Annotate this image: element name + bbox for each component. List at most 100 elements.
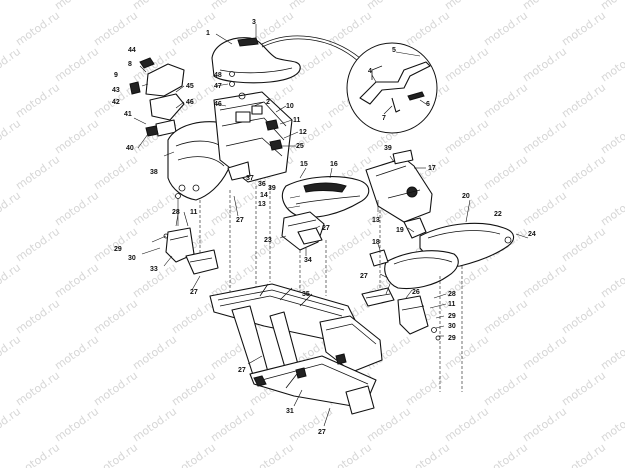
callout-9: 9 [114,72,118,79]
callout-24: 24 [528,231,536,238]
callout-8: 8 [128,61,132,68]
watermark-text: motod.ru [520,0,569,12]
center-bracket [281,211,327,300]
watermark-text: motod.ru [91,369,140,409]
watermark-text: motod.ru [598,45,625,85]
callout-3: 3 [252,19,256,26]
callout-17: 17 [428,165,436,172]
watermark-text: motod.ru [0,189,23,229]
callout-28b: 28 [172,209,180,216]
latch-detail-inset [346,42,438,134]
watermark-text: motod.ru [169,297,218,337]
watermark-text: motod.ru [520,45,569,85]
callout-48: 48 [214,72,222,79]
callout-14: 14 [260,192,268,199]
watermark-text: motod.ru [598,117,625,157]
watermark-text: motod.ru [247,441,296,468]
watermark-text: motod.ru [481,81,530,121]
watermark-text: motod.ru [559,153,608,193]
watermark-text: motod.ru [364,405,413,445]
callout-26: 26 [412,289,420,296]
rear-carrier [213,71,293,183]
callout-16: 16 [330,161,338,168]
watermark-text: motod.ru [442,117,491,157]
watermark-text: motod.ru [52,333,101,373]
watermark-text: motod.ru [520,117,569,157]
callout-13: 13 [258,201,266,208]
watermark-text: motod.ru [481,9,530,49]
watermark-text: motod.ru [169,9,218,49]
watermark-text: motod.ru [0,261,23,301]
callout-25: 25 [296,143,304,150]
watermark-text: motod.ru [91,153,140,193]
seat-cable-outline [261,38,359,62]
watermark-text: motod.ru [130,405,179,445]
front-cover [365,149,433,223]
callout-6: 6 [426,101,430,108]
watermark-text: motod.ru [52,0,101,12]
watermark-text: motod.ru [169,441,218,468]
watermark-text: motod.ru [0,117,23,157]
callout-28: 28 [448,291,456,298]
watermark-text: motod.ru [0,45,23,85]
callout-29: 29 [114,246,122,253]
callout-35: 35 [302,291,310,298]
watermark-text: motod.ru [208,405,257,445]
watermark-text: motod.ru [559,81,608,121]
callout-11: 11 [293,117,301,124]
watermark-text: motod.ru [0,333,23,373]
main-frame [209,283,383,415]
watermark-text: motod.ru [13,441,62,468]
callout-19: 19 [396,227,404,234]
watermark-text: motod.ru [169,369,218,409]
watermark-text: motod.ru [130,0,179,12]
watermark-text: motod.ru [481,369,530,409]
callout-labels: 1 2 3 4 5 6 7 8 9 10 11 12 13 14 15 16 1… [112,19,536,436]
callout-38: 38 [150,169,158,176]
watermark-text: motod.ru [13,225,62,265]
left-mudflap [165,227,219,275]
callout-36: 36 [258,181,266,188]
callout-7: 7 [382,115,386,122]
watermark-text: motod.ru [0,405,23,445]
callout-42: 42 [112,99,120,106]
watermark-text: motod.ru [403,9,452,49]
callout-39b: 39 [268,185,276,192]
callout-11c: 11 [448,301,456,308]
callout-41: 41 [124,111,132,118]
callout-4: 4 [368,68,372,75]
callout-27f: 27 [360,273,368,280]
watermark-text: motod.ru [13,153,62,193]
callout-43: 43 [112,87,120,94]
callout-22: 22 [494,211,502,218]
watermark-text: motod.ru [559,297,608,337]
watermark-text: motod.ru [130,333,179,373]
seat-cable [261,35,361,59]
watermark-text: motod.ru [13,369,62,409]
watermark-text: motod.ru [520,333,569,373]
watermark-text: motod.ru [325,441,374,468]
callout-39: 39 [384,145,392,152]
watermark-text: motod.ru [520,261,569,301]
seat-part [211,37,301,84]
watermark-text: motod.ru [559,225,608,265]
watermark-text: motod.ru [598,405,625,445]
watermark-text: motod.ru [403,441,452,468]
watermark-text: motod.ru [598,333,625,373]
watermark-text: motod.ru [0,0,23,12]
callout-31: 31 [286,408,294,415]
callout-1: 1 [206,30,210,37]
watermark-text: motod.ru [286,0,335,12]
watermark-text: motod.ru [208,189,257,229]
callout-30b: 30 [448,323,456,330]
watermark-text: motod.ru [364,0,413,12]
watermark-text: motod.ru [325,225,374,265]
callout-44: 44 [128,47,136,54]
callout-12: 12 [299,129,307,136]
callout-29c: 29 [448,335,456,342]
watermark-text: motod.ru [52,45,101,85]
callout-47: 47 [214,83,222,90]
callout-27e: 27 [322,225,330,232]
callout-37: 37 [246,175,254,182]
